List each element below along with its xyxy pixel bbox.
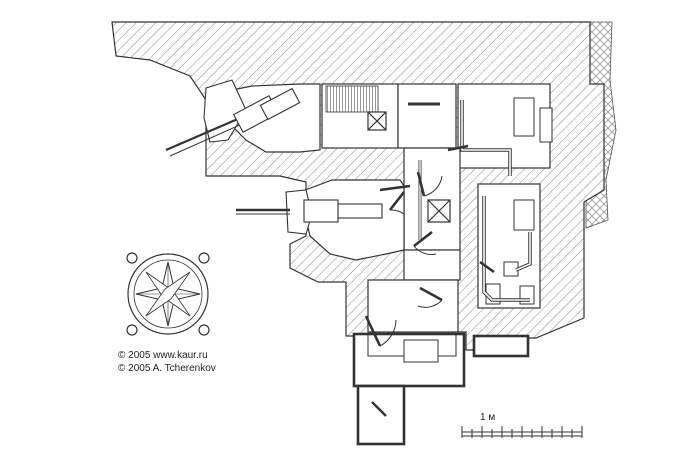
lift-hatches [367,111,451,223]
compass-rose [126,252,210,336]
generator-box [403,339,439,363]
compass-mount [126,252,138,264]
scale-bar [461,426,583,438]
entry-structure [352,332,530,446]
upper-filter-room [397,83,457,149]
lower-cannon [236,189,383,235]
copyright-line-1: © 2005 www.kaur.ru [118,350,208,361]
upper-cannon [165,79,301,157]
ventilation-ducts [408,100,532,302]
grating [325,85,379,113]
doors [364,144,495,417]
lower-room [403,249,461,281]
entry-passage [356,384,406,446]
interior-rooms [221,83,551,333]
entrance-block [367,279,459,333]
side-annex [472,334,530,358]
engine-equipment [485,97,553,305]
compass-mount [126,324,138,336]
engine-room [457,83,551,169]
central-corridor [403,147,461,251]
copyright-line-2: © 2005 A. Tcherenkov [118,363,216,374]
compass-mount [198,252,210,264]
compass-mount [198,324,210,336]
scale-label: 1 м [480,412,496,423]
